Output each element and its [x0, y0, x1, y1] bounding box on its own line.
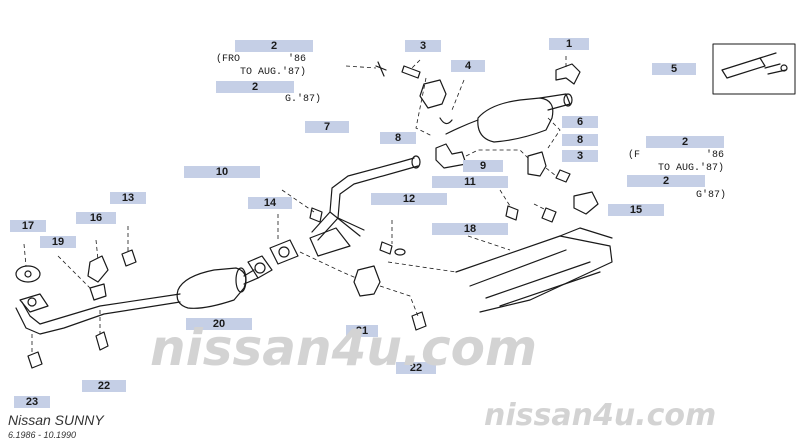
callout-11[interactable]: 11 — [432, 176, 508, 188]
callout-2[interactable]: 2 — [235, 40, 313, 52]
note-left-to: TO AUG.'87) — [240, 67, 307, 78]
note-right-g: G'87) — [696, 190, 727, 201]
part-15-bracket — [573, 191, 599, 215]
callout-2[interactable]: 2 — [216, 81, 294, 93]
part-5-inset-box — [712, 43, 796, 95]
part-4-clip — [439, 117, 453, 125]
callout-15[interactable]: 15 — [608, 204, 664, 216]
callout-1[interactable]: 1 — [549, 38, 589, 50]
callout-10[interactable]: 10 — [184, 166, 260, 178]
note-left-from-year: '86 — [288, 54, 307, 65]
part-13-insulator — [121, 249, 137, 267]
callout-5[interactable]: 5 — [652, 63, 696, 75]
callout-2[interactable]: 2 — [627, 175, 705, 187]
callout-18[interactable]: 18 — [432, 223, 508, 235]
callout-22[interactable]: 22 — [82, 380, 126, 392]
watermark-center: nissan4u.com — [150, 319, 538, 377]
date-caption: 6.1986 - 10.1990 — [8, 430, 77, 440]
part-9-bracket — [435, 143, 467, 169]
part-1-bracket — [555, 63, 581, 85]
part-7-center-pipe — [309, 155, 421, 257]
part-3-stud-right — [555, 169, 571, 183]
callout-17[interactable]: 17 — [10, 220, 46, 232]
callout-13[interactable]: 13 — [110, 192, 146, 204]
front-exhaust-pipe — [15, 293, 181, 335]
note-right-from: (F — [628, 150, 641, 161]
part-2-bolt-upper — [375, 61, 387, 77]
callout-21[interactable]: 21 — [346, 325, 378, 337]
assembly-lines — [23, 56, 567, 354]
part-22-bolt-right — [411, 311, 427, 331]
note-left-g: G.'87) — [285, 94, 322, 105]
model-caption: Nissan SUNNY — [8, 412, 104, 428]
callout-9[interactable]: 9 — [463, 160, 503, 172]
part-23-nut — [27, 351, 43, 369]
part-8-mount-upper — [419, 79, 447, 109]
callout-20[interactable]: 20 — [186, 318, 252, 330]
part-14-gasket — [269, 239, 299, 265]
callout-8[interactable]: 8 — [380, 132, 416, 144]
callout-4[interactable]: 4 — [451, 60, 485, 72]
callout-7[interactable]: 7 — [305, 121, 349, 133]
part-21-mount — [353, 265, 381, 297]
callout-12[interactable]: 12 — [371, 193, 447, 205]
note-right-from-year: '86 — [706, 150, 725, 161]
part-12-bolt-washer — [379, 241, 406, 256]
callout-3[interactable]: 3 — [405, 40, 441, 52]
part-16-bracket — [87, 255, 109, 283]
part-20-front-muffler — [176, 267, 259, 309]
watermark-bottom: nissan4u.com — [484, 398, 717, 433]
part-10-bolt — [309, 207, 323, 223]
note-right-to: TO AUG.'87) — [658, 163, 725, 174]
callout-16[interactable]: 16 — [76, 212, 116, 224]
part-8-mount-right — [527, 151, 547, 177]
part-2-bolt-right — [541, 207, 557, 223]
callout-8[interactable]: 8 — [562, 134, 598, 146]
part-11-bolt — [505, 205, 519, 221]
part-3-stud-upper — [401, 65, 421, 79]
front-pipe-flange — [247, 255, 273, 279]
part-6-rear-muffler — [445, 93, 573, 143]
callout-6[interactable]: 6 — [562, 116, 598, 128]
note-left-from: (FRO — [216, 54, 241, 65]
part-18-heat-shield — [455, 227, 613, 313]
callout-3[interactable]: 3 — [562, 150, 598, 162]
part-17-gasket — [15, 265, 41, 283]
part-22-bolt-left — [95, 331, 109, 351]
callout-14[interactable]: 14 — [248, 197, 292, 209]
part-19-clamp — [89, 283, 107, 301]
callout-22[interactable]: 22 — [396, 362, 436, 374]
callout-23[interactable]: 23 — [14, 396, 50, 408]
callout-19[interactable]: 19 — [40, 236, 76, 248]
callout-2[interactable]: 2 — [646, 136, 724, 148]
